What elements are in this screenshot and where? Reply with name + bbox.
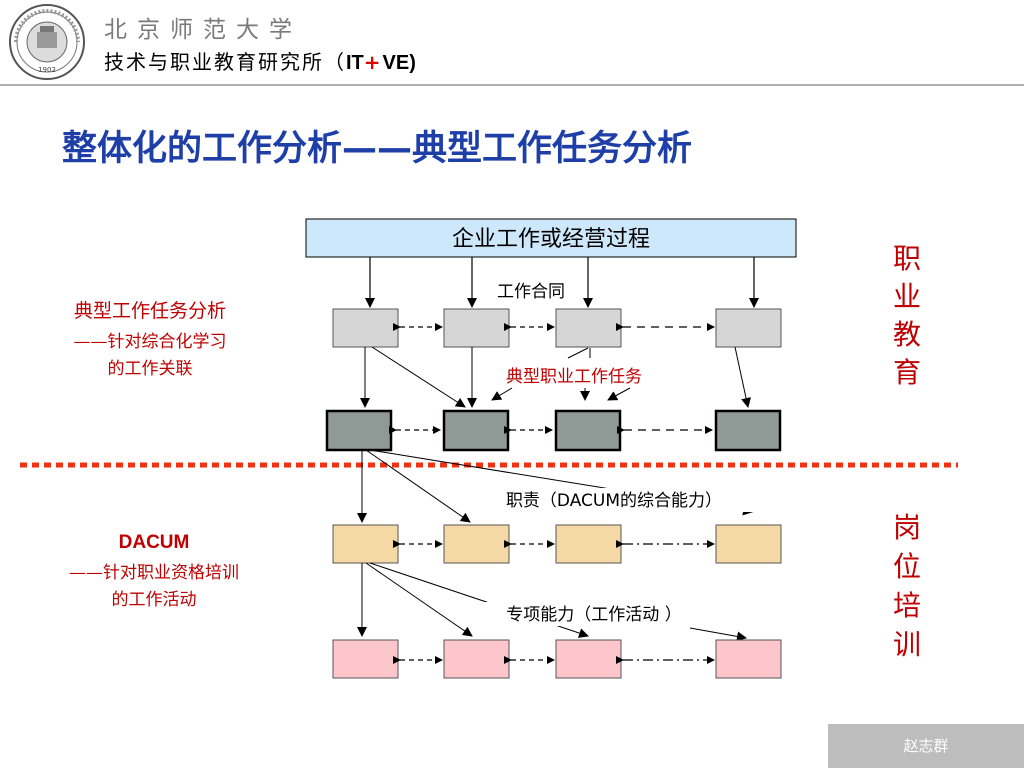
typical-task-box: [442, 409, 510, 452]
vocational-education-char: 业: [893, 280, 921, 313]
skill-label: 专项能力（工作活动 ）: [506, 605, 681, 625]
typical-task-box: [325, 409, 393, 452]
duty-box: [332, 524, 399, 564]
institute-it: IT: [346, 52, 364, 74]
skill-box: [555, 639, 622, 679]
job-training-char: 位: [893, 550, 921, 583]
institute-plus: +: [363, 50, 383, 74]
job-training-char: 训: [893, 628, 921, 661]
row3-to-row4-arrows: [357, 562, 747, 642]
skill-box: [443, 639, 510, 679]
contract-label: 工作合同: [497, 282, 565, 302]
typical-task-analysis-label: 典型工作任务分析 ——针对综合化学习 的工作关联: [30, 296, 270, 379]
skill-box: [332, 639, 399, 679]
page-title: 整体化的工作分析——典型工作任务分析: [62, 129, 693, 169]
duty-label-bg: [468, 488, 760, 512]
dacum-title: DACUM: [118, 532, 190, 553]
job-training-char: 培: [893, 589, 921, 622]
institute-prefix: 技术与职业教育研究所（: [104, 50, 346, 74]
vocational-education-char: 教: [893, 318, 921, 351]
typical-task-box: [554, 409, 622, 452]
duty-box: [715, 524, 782, 564]
dacum-line1: ——针对职业资格培训: [69, 563, 239, 583]
duty-label: 职责（DACUM的综合能力）: [506, 491, 722, 511]
skill-label-bg: [476, 602, 714, 626]
duty-box: [443, 524, 510, 564]
work-contract-box: [443, 308, 510, 348]
vocational-education-label: 职 业 教 育: [893, 242, 921, 389]
typical-task-pointers: [491, 347, 631, 401]
dacum-line2: 的工作活动: [111, 590, 197, 610]
typical-task-label: 典型职业工作任务: [506, 367, 642, 387]
typical-task-analysis-line2: 的工作关联: [107, 359, 193, 379]
job-training-label: 岗 位 培 训: [893, 511, 921, 661]
institute-name: 技术与职业教育研究所（IT+VE): [104, 46, 416, 75]
row1-to-row2-arrows: [360, 346, 751, 408]
work-contract-box: [332, 308, 399, 348]
dacum-label: DACUM ——针对职业资格培训 的工作活动: [20, 532, 288, 610]
header-divider: [0, 84, 1024, 86]
duty-box: [555, 524, 622, 564]
process-box-label: 企业工作或经营过程: [452, 227, 650, 252]
institute-ve: VE): [382, 52, 416, 74]
skill-box: [715, 639, 782, 679]
header-bar: [0, 0, 1024, 86]
seal-year: 1902: [38, 66, 56, 74]
footer-author: 赵志群: [828, 724, 1024, 768]
typical-task-analysis-title: 典型工作任务分析: [73, 300, 226, 322]
job-training-char: 岗: [893, 511, 921, 544]
process-box: [305, 218, 797, 258]
university-name: 北京师范大学: [104, 17, 302, 43]
vocational-education-char: 职: [893, 242, 921, 275]
vocational-education-char: 育: [893, 356, 921, 389]
contract-label-bg: [482, 278, 580, 302]
university-seal-logo: 1902: [9, 4, 85, 80]
typical-task-analysis-line1: ——针对综合化学习: [73, 332, 227, 352]
work-contract-box: [715, 308, 782, 348]
work-contract-box: [555, 308, 622, 348]
typical-task-box: [714, 409, 782, 452]
